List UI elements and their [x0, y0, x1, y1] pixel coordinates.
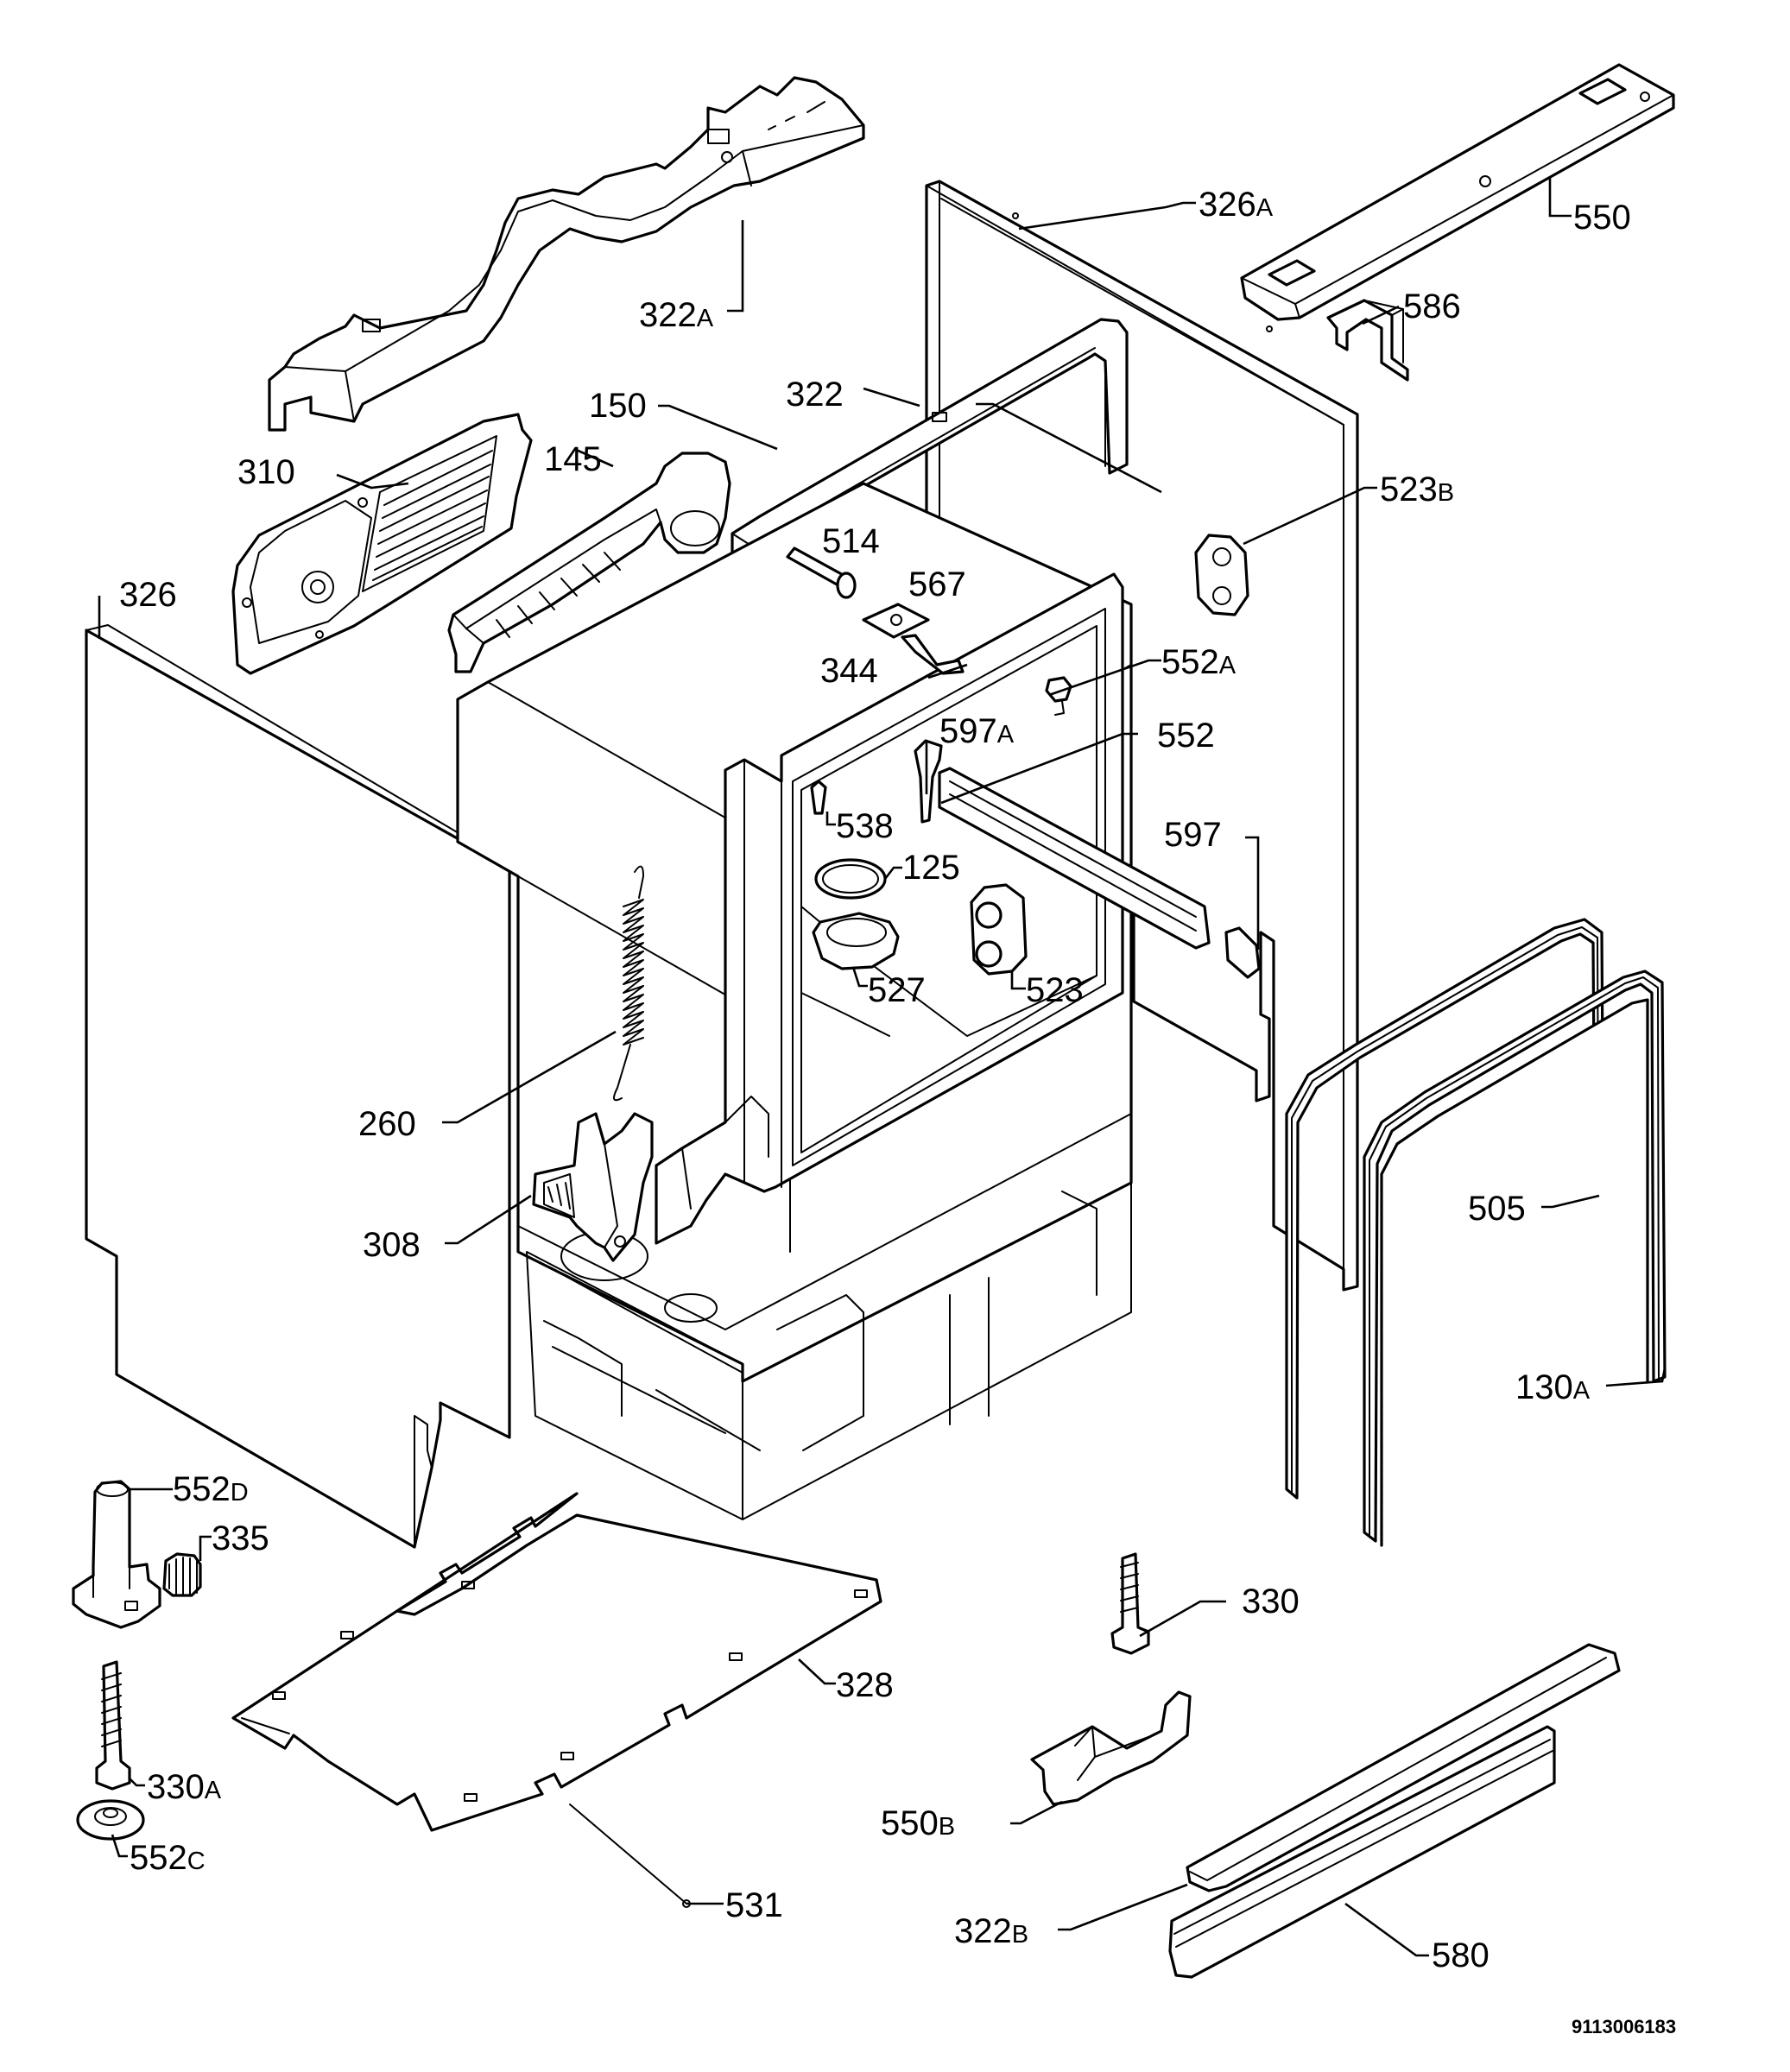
leader-lines: [98, 177, 1667, 1957]
part-326-left-panel: [85, 624, 511, 1549]
part-330-screw: [1110, 1552, 1150, 1655]
label-322b: 322B: [954, 1912, 1028, 1950]
label-550b: 550B: [881, 1804, 955, 1842]
part-550-top-rail: [1240, 63, 1675, 321]
label-335: 335: [212, 1519, 269, 1557]
label-326a: 326A: [1199, 186, 1274, 224]
label-145: 145: [544, 440, 602, 478]
label-538: 538: [836, 807, 894, 845]
label-330: 330: [1242, 1582, 1300, 1620]
label-505: 505: [1468, 1190, 1526, 1228]
part-552-rail: [938, 767, 1211, 950]
label-580: 580: [1432, 1936, 1490, 1974]
part-330a-screw: [95, 1660, 131, 1791]
label-310: 310: [237, 453, 295, 491]
document-number: 9113006183: [1572, 2016, 1676, 2037]
label-326: 326: [119, 576, 177, 614]
label-260: 260: [358, 1105, 416, 1143]
label-130a: 130A: [1515, 1368, 1591, 1406]
part-328-base-plate: [231, 1492, 882, 1832]
label-125: 125: [902, 849, 960, 887]
label-322: 322: [786, 376, 844, 414]
label-586: 586: [1403, 287, 1461, 325]
part-567-clip: [862, 603, 930, 639]
part-310-vent-grille: [231, 413, 533, 675]
label-567: 567: [908, 565, 966, 603]
label-597a: 597A: [939, 712, 1015, 750]
part-door-frame: [655, 572, 1124, 1245]
label-514: 514: [822, 522, 880, 560]
part-514-pin: [786, 546, 857, 599]
label-523: 523: [1026, 971, 1084, 1009]
part-523b-grommet: [1194, 534, 1249, 616]
label-552a: 552A: [1161, 643, 1237, 681]
label-308: 308: [363, 1226, 421, 1264]
part-326a-side-panel: [925, 180, 1359, 1292]
part-552c-washer: [76, 1799, 145, 1841]
part-538-screw: [810, 780, 827, 815]
label-550: 550: [1573, 199, 1631, 237]
label-552d: 552D: [173, 1470, 249, 1508]
part-552d-adjuster-foot: [72, 1480, 161, 1629]
part-597a-latch-bracket: [914, 739, 943, 824]
part-531-rod: [569, 1804, 691, 1908]
label-523b: 523B: [1380, 471, 1454, 509]
part-labels: 322A 326A 550 586 150 322 310 145 523B 5…: [119, 186, 1676, 2037]
part-125-o-ring: [814, 858, 887, 900]
label-527: 527: [868, 971, 926, 1009]
part-550b-bracket: [1030, 1690, 1192, 1806]
part-322b-rail: [1186, 1643, 1621, 1892]
label-328: 328: [836, 1666, 894, 1704]
label-597: 597: [1164, 816, 1222, 854]
label-330a: 330A: [147, 1768, 222, 1806]
label-322a: 322A: [639, 296, 714, 334]
part-130a-seal: [1363, 970, 1667, 1547]
part-145-duct-hose: [447, 452, 731, 673]
part-308-hinge: [532, 1112, 654, 1262]
label-150: 150: [589, 387, 647, 425]
label-552c: 552C: [130, 1839, 206, 1877]
part-580-strip: [1168, 1725, 1556, 1979]
part-523-connector: [970, 883, 1028, 976]
part-335-gear: [162, 1552, 202, 1597]
part-586-bracket: [1326, 299, 1409, 382]
part-527-nut: [812, 912, 900, 970]
label-552: 552: [1157, 717, 1215, 755]
label-344: 344: [820, 652, 878, 690]
label-531: 531: [725, 1886, 783, 1924]
part-597-clip: [1224, 926, 1261, 979]
part-322a-top-frame: [268, 76, 865, 432]
part-260-spring: [613, 865, 644, 1102]
